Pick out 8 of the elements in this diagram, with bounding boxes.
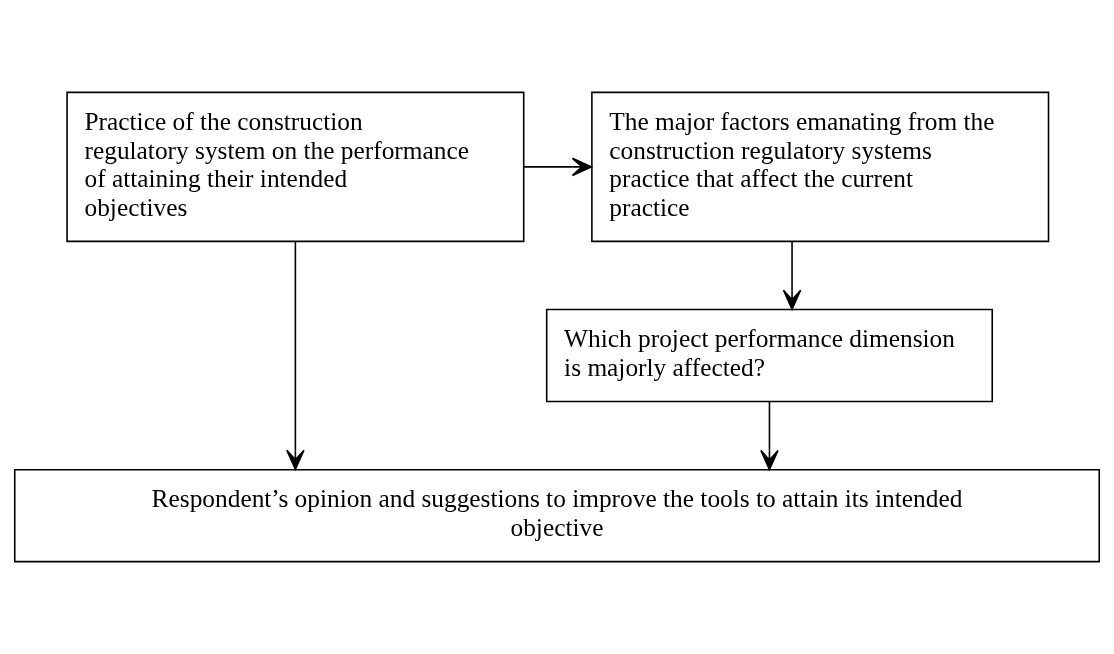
arrow <box>782 240 802 310</box>
node-box: Practice of the construction regulatory system on the performance of attaining their intended objectives <box>66 91 525 243</box>
arrow <box>286 240 305 471</box>
node-box: Respondent’s opinion and suggestions to improve the tools to attain its intended objective <box>13 468 1101 563</box>
node-box: The major factors emanating from the construction regulatory systems practice that affect the current practice <box>591 91 1050 243</box>
node-box: Which project performance dimension is majorly affected? <box>545 308 994 403</box>
arrow <box>523 157 593 177</box>
arrow <box>760 401 779 471</box>
